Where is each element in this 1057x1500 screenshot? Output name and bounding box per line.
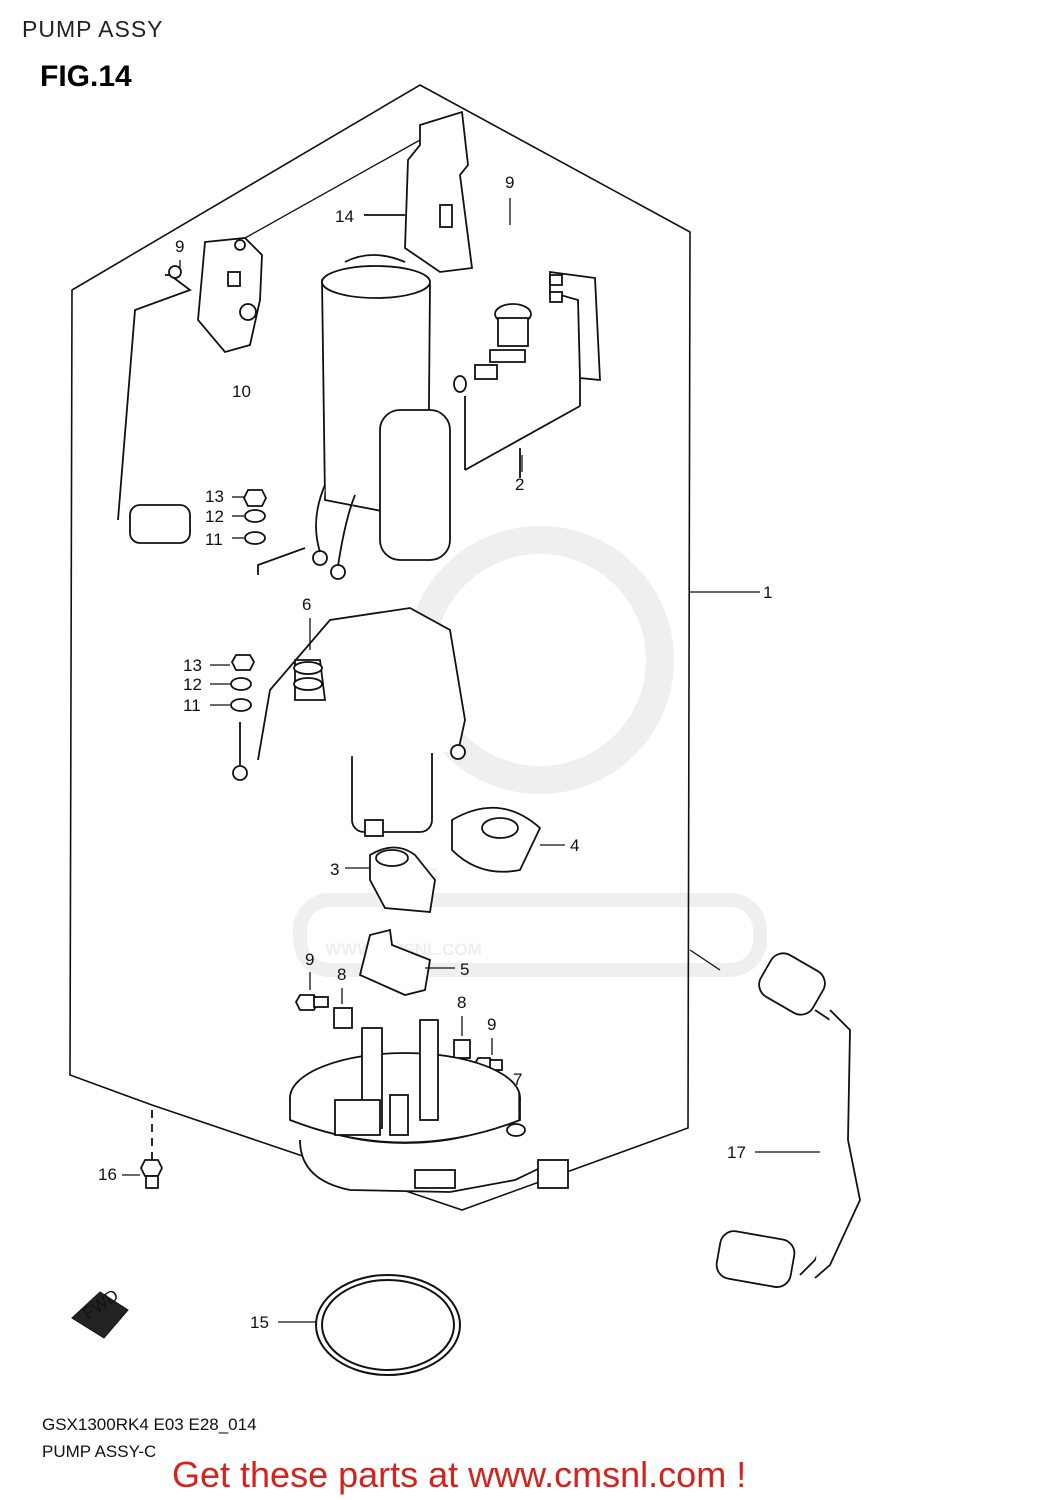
callout-9a: 9 bbox=[505, 173, 514, 192]
callout-11b: 11 bbox=[183, 696, 201, 715]
callout-1: 1 bbox=[763, 583, 772, 602]
bracket-14 bbox=[364, 110, 474, 273]
callouts: 1 2 3 4 5 6 7 8 8 9 9 9 9 10 11 11 12 12… bbox=[98, 173, 772, 1332]
callout-9d: 9 bbox=[487, 1015, 496, 1034]
callout-13b: 13 bbox=[183, 656, 202, 675]
hardware-upper bbox=[242, 484, 356, 580]
page-header: PUMP ASSY bbox=[22, 16, 164, 42]
figure-subtitle: PUMP ASSY-C bbox=[42, 1442, 157, 1461]
callout-8b: 8 bbox=[457, 993, 466, 1012]
callout-15: 15 bbox=[250, 1313, 269, 1332]
callout-8a: 8 bbox=[337, 965, 346, 984]
o-ring-15 bbox=[278, 1274, 461, 1376]
filter-4 bbox=[451, 806, 565, 873]
callout-17: 17 bbox=[727, 1143, 746, 1162]
callout-9c: 9 bbox=[305, 950, 314, 969]
regulator-2 bbox=[453, 270, 601, 478]
pump-motor-6 bbox=[230, 607, 466, 837]
model-code: GSX1300RK4 E03 E28_014 bbox=[42, 1415, 257, 1434]
base-plate bbox=[289, 1019, 569, 1193]
callout-3: 3 bbox=[330, 860, 339, 879]
callout-14: 14 bbox=[335, 207, 354, 226]
callout-12b: 12 bbox=[183, 675, 202, 694]
promo-link[interactable]: Get these parts at www.cmsnl.com ! bbox=[172, 1454, 747, 1495]
callout-10: 10 bbox=[232, 382, 251, 401]
callout-4: 4 bbox=[570, 836, 579, 855]
callout-13a: 13 bbox=[205, 487, 224, 506]
callout-12a: 12 bbox=[205, 507, 224, 526]
cushion-3 bbox=[345, 846, 436, 913]
figure-label: FIG.14 bbox=[40, 60, 132, 93]
leader-lines bbox=[122, 198, 523, 1176]
fwd-arrow: FWD bbox=[71, 1286, 129, 1339]
fuel-gauge-10 bbox=[117, 139, 421, 544]
callout-16: 16 bbox=[98, 1165, 117, 1184]
callout-7: 7 bbox=[513, 1070, 522, 1089]
pump-housing bbox=[321, 254, 451, 561]
callout-5: 5 bbox=[460, 960, 469, 979]
callout-2: 2 bbox=[515, 475, 524, 494]
callout-6: 6 bbox=[302, 595, 311, 614]
callout-9b: 9 bbox=[175, 237, 184, 256]
callout-11a: 11 bbox=[205, 530, 223, 549]
fuel-hose-17 bbox=[689, 949, 861, 1288]
retainer-5 bbox=[358, 928, 455, 996]
